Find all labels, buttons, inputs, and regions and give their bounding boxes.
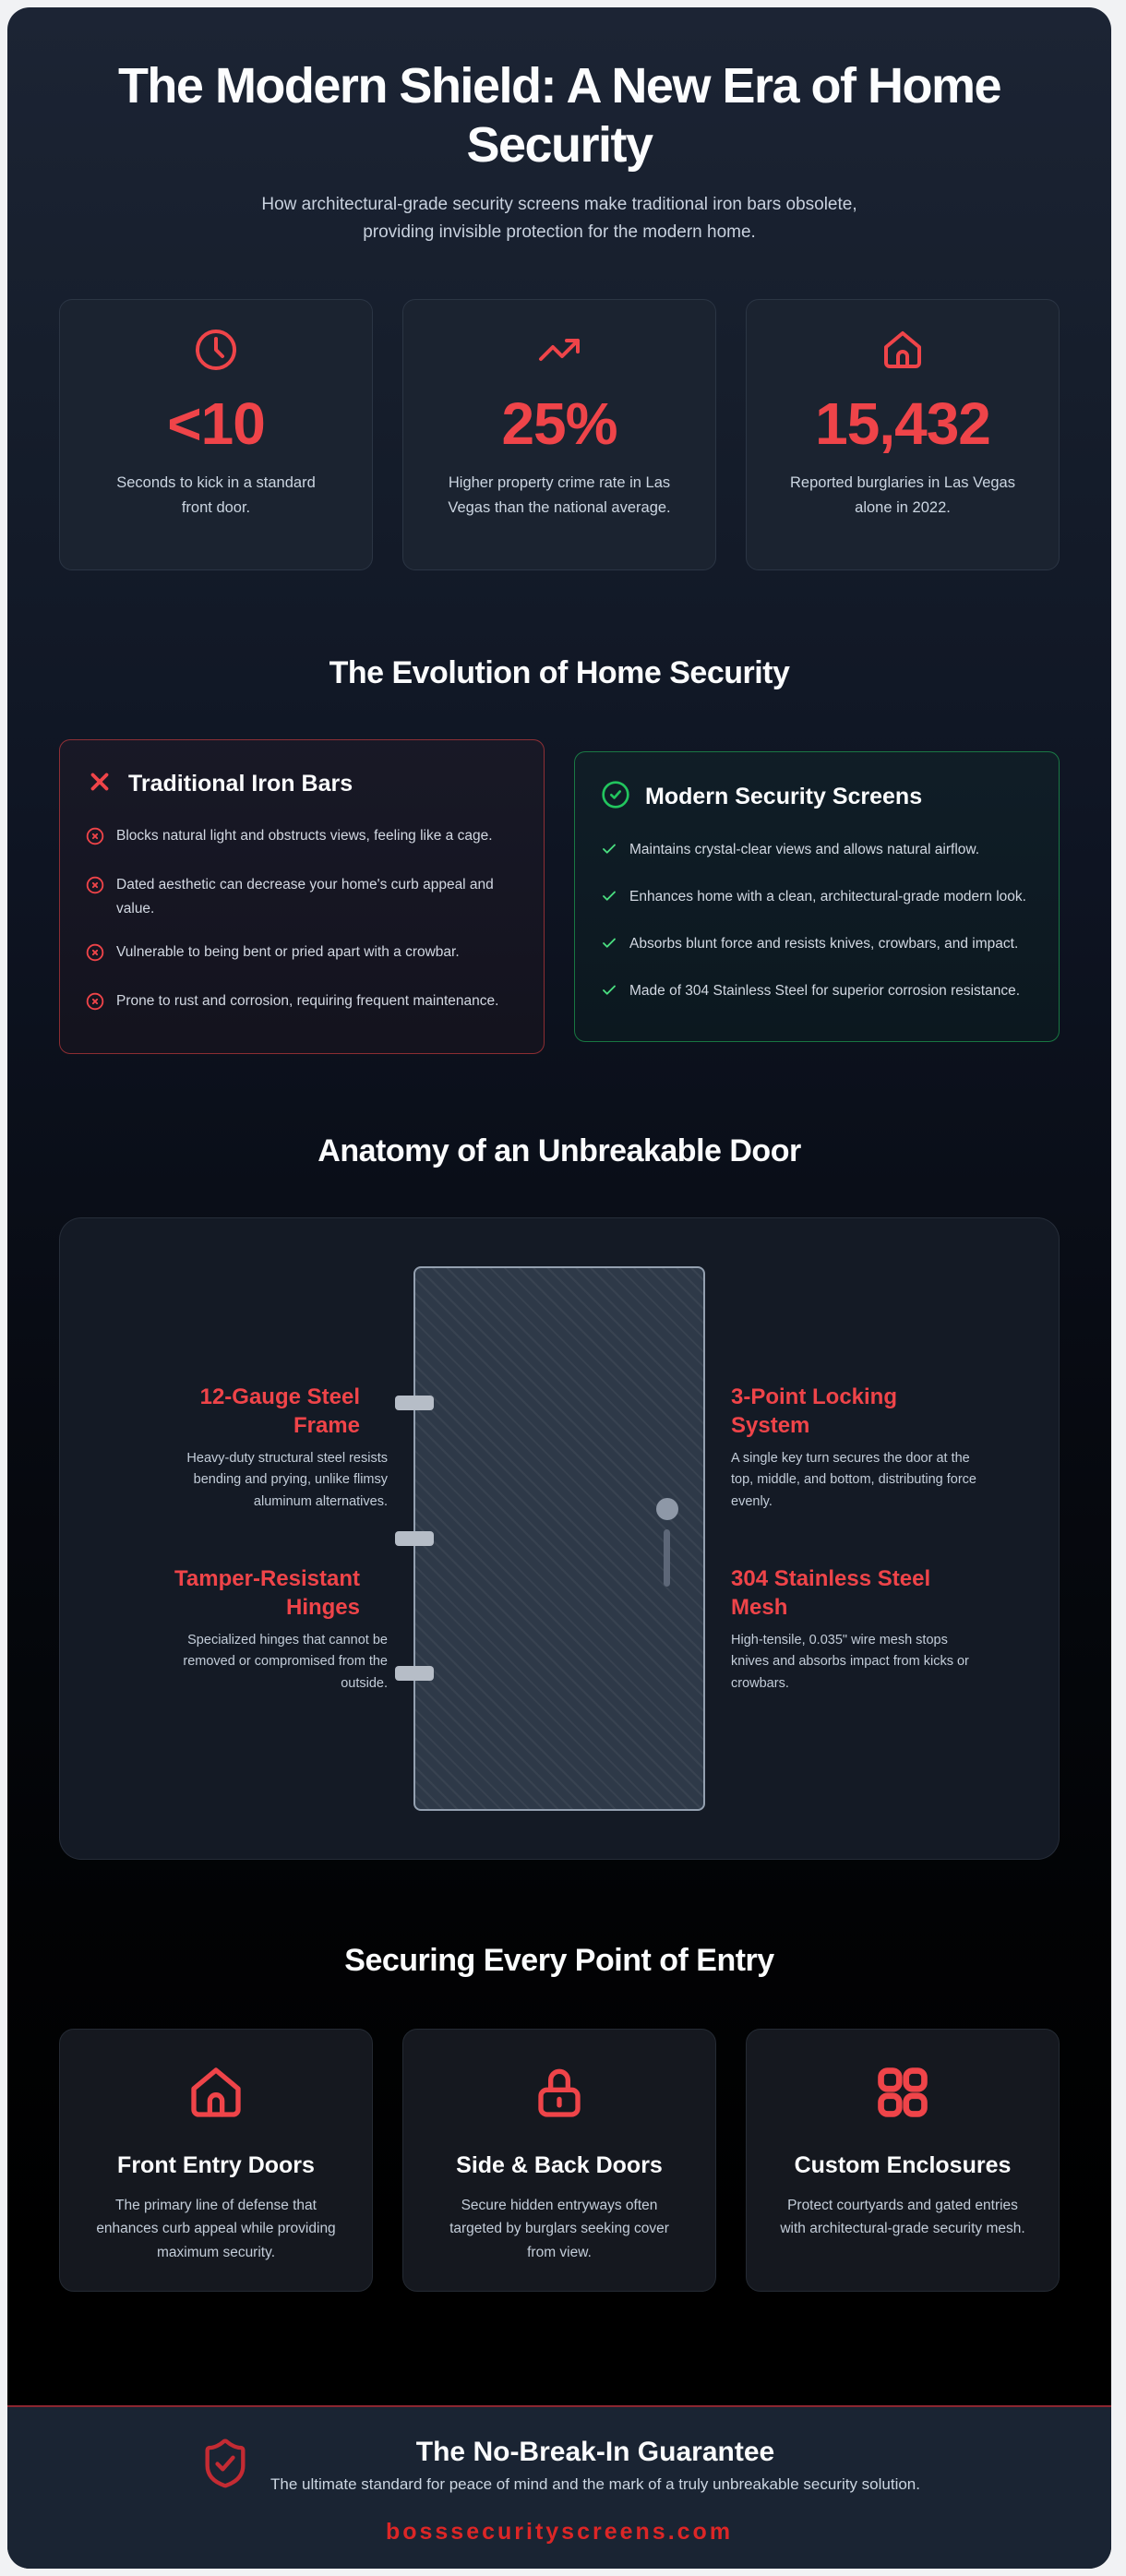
callout-desc: Specialized hinges that cannot be remove… (183, 1633, 388, 1691)
guarantee-row: The No-Break-In Guarantee The ultimate s… (198, 2437, 920, 2495)
grid-icon (873, 2067, 932, 2126)
list-item-text: Dated aesthetic can decrease your home's… (116, 877, 494, 917)
anatomy-left-callouts: 12-Gauge Steel Frame Heavy-duty structur… (97, 1383, 388, 1695)
stat-label: Seconds to kick in a standard front door… (116, 474, 316, 516)
guarantee-texts: The No-Break-In Guarantee The ultimate s… (270, 2437, 920, 2494)
infographic-poster: The Modern Shield: A New Era of Home Sec… (7, 7, 1111, 2569)
stat-value: 25% (501, 390, 617, 458)
iron-bars-title: Traditional Iron Bars (128, 771, 353, 797)
callout-title: Tamper-Resistant Hinges (174, 1565, 360, 1621)
door-hinge-middle (395, 1530, 434, 1546)
stat-card-crime-rate: 25% Higher property crime rate in Las Ve… (402, 299, 716, 571)
callout-desc: Heavy-duty structural steel resists bend… (186, 1451, 388, 1509)
callout-hinges: Tamper-Resistant Hinges Specialized hing… (137, 1564, 388, 1695)
page-subtitle: How architectural-grade security screens… (261, 195, 857, 242)
list-item: Maintains crystal-clear views and allows… (601, 838, 1033, 865)
check-icon (601, 888, 617, 912)
list-item-text: Made of 304 Stainless Steel for superior… (629, 983, 1021, 1000)
entry-card-custom-enclosures: Custom Enclosures Protect courtyards and… (746, 2028, 1060, 2292)
lock-icon (530, 2068, 589, 2126)
stat-card-burglaries: 15,432 Reported burglaries in Las Vegas … (746, 299, 1060, 571)
circle-x-icon (86, 943, 104, 969)
circle-x-icon (86, 827, 104, 853)
check-icon (601, 935, 617, 959)
section-title-evolution: The Evolution of Home Security (329, 655, 790, 691)
check-icon (601, 841, 617, 865)
circle-x-icon (86, 876, 104, 902)
security-screens-list: Maintains crystal-clear views and allows… (601, 838, 1033, 1006)
door-illustration (395, 1265, 705, 1811)
callout-desc: High-tensile, 0.035" wire mesh stops kni… (731, 1633, 969, 1691)
entry-card-front-doors: Front Entry Doors The primary line of de… (59, 2028, 373, 2292)
list-item-text: Vulnerable to being bent or pried apart … (116, 943, 460, 960)
list-item: Made of 304 Stainless Steel for superior… (601, 979, 1033, 1006)
callout-locking-system: 3-Point Locking System A single key turn… (731, 1383, 982, 1513)
list-item: Vulnerable to being bent or pried apart … (86, 941, 518, 969)
entry-card-side-back-doors: Side & Back Doors Secure hidden entryway… (402, 2028, 716, 2292)
list-item-text: Blocks natural light and obstructs views… (116, 828, 493, 845)
entry-card-title: Front Entry Doors (117, 2151, 315, 2178)
guarantee-footer: The No-Break-In Guarantee The ultimate s… (7, 2405, 1111, 2569)
door-anatomy-card: 12-Gauge Steel Frame Heavy-duty structur… (59, 1216, 1060, 1860)
list-item-text: Enhances home with a clean, architectura… (629, 888, 1026, 905)
list-item: Blocks natural light and obstructs views… (86, 824, 518, 853)
entry-cards-row: Front Entry Doors The primary line of de… (59, 2028, 1060, 2292)
website-link[interactable]: bosssecurityscreens.com (385, 2518, 734, 2545)
page-title: The Modern Shield: A New Era of Home Sec… (117, 58, 1002, 173)
entry-card-desc: The primary line of defense that enhance… (96, 2197, 336, 2260)
trending-up-icon (537, 339, 581, 376)
security-screens-card: Modern Security Screens Maintains crysta… (574, 750, 1060, 1043)
callout-title: 12-Gauge Steel Frame (199, 1384, 360, 1439)
guarantee-subtitle: The ultimate standard for peace of mind … (270, 2475, 920, 2493)
security-screens-header: Modern Security Screens (601, 780, 1033, 814)
callout-desc: A single key turn secures the door at th… (731, 1451, 976, 1509)
clock-icon (194, 329, 238, 376)
shield-check-icon (198, 2437, 252, 2495)
entry-card-title: Side & Back Doors (456, 2151, 663, 2178)
stat-value: 15,432 (815, 390, 991, 458)
iron-bars-header: Traditional Iron Bars (86, 768, 518, 800)
section-title-anatomy: Anatomy of an Unbreakable Door (317, 1132, 801, 1168)
iron-bars-list: Blocks natural light and obstructs views… (86, 824, 518, 1018)
door-handle-bar (664, 1528, 670, 1587)
stat-value: <10 (167, 390, 266, 458)
entry-card-title: Custom Enclosures (794, 2151, 1012, 2178)
x-icon (86, 768, 114, 800)
callout-title: 304 Stainless Steel Mesh (731, 1565, 931, 1621)
list-item: Dated aesthetic can decrease your home's… (86, 873, 518, 919)
stats-row: <10 Seconds to kick in a standard front … (59, 299, 1060, 571)
home-icon (186, 2067, 246, 2126)
list-item-text: Absorbs blunt force and resists knives, … (629, 936, 1019, 953)
iron-bars-card: Traditional Iron Bars Blocks natural lig… (59, 739, 545, 1054)
list-item: Enhances home with a clean, architectura… (601, 885, 1033, 912)
list-item: Absorbs blunt force and resists knives, … (601, 932, 1033, 959)
list-item-text: Maintains crystal-clear views and allows… (629, 841, 980, 857)
check-icon (601, 982, 617, 1006)
home-icon (880, 331, 925, 376)
callout-title: 3-Point Locking System (731, 1384, 897, 1439)
door-knob (656, 1497, 678, 1520)
anatomy-right-callouts: 3-Point Locking System A single key turn… (731, 1383, 1022, 1695)
callout-steel-mesh: 304 Stainless Steel Mesh High-tensile, 0… (731, 1564, 982, 1695)
entry-card-desc: Secure hidden entryways often targeted b… (449, 2197, 669, 2260)
security-screens-title: Modern Security Screens (645, 783, 923, 809)
stat-label: Reported burglaries in Las Vegas alone i… (790, 474, 1015, 516)
comparison-row: Traditional Iron Bars Blocks natural lig… (59, 739, 1060, 1054)
stat-label: Higher property crime rate in Las Vegas … (448, 474, 671, 516)
callout-steel-frame: 12-Gauge Steel Frame Heavy-duty structur… (137, 1383, 388, 1513)
stat-card-kick-in-time: <10 Seconds to kick in a standard front … (59, 299, 373, 571)
list-item: Prone to rust and corrosion, requiring f… (86, 989, 518, 1018)
door-hinge-bottom (395, 1666, 434, 1682)
circle-x-icon (86, 992, 104, 1018)
door-hinge-top (395, 1396, 434, 1411)
entry-card-desc: Protect courtyards and gated entries wit… (780, 2197, 1025, 2237)
check-circle-icon (601, 780, 630, 814)
guarantee-title: The No-Break-In Guarantee (415, 2437, 775, 2467)
section-title-entry: Securing Every Point of Entry (344, 1942, 774, 1978)
poster-main: The Modern Shield: A New Era of Home Sec… (7, 7, 1111, 2405)
list-item-text: Prone to rust and corrosion, requiring f… (116, 992, 499, 1009)
